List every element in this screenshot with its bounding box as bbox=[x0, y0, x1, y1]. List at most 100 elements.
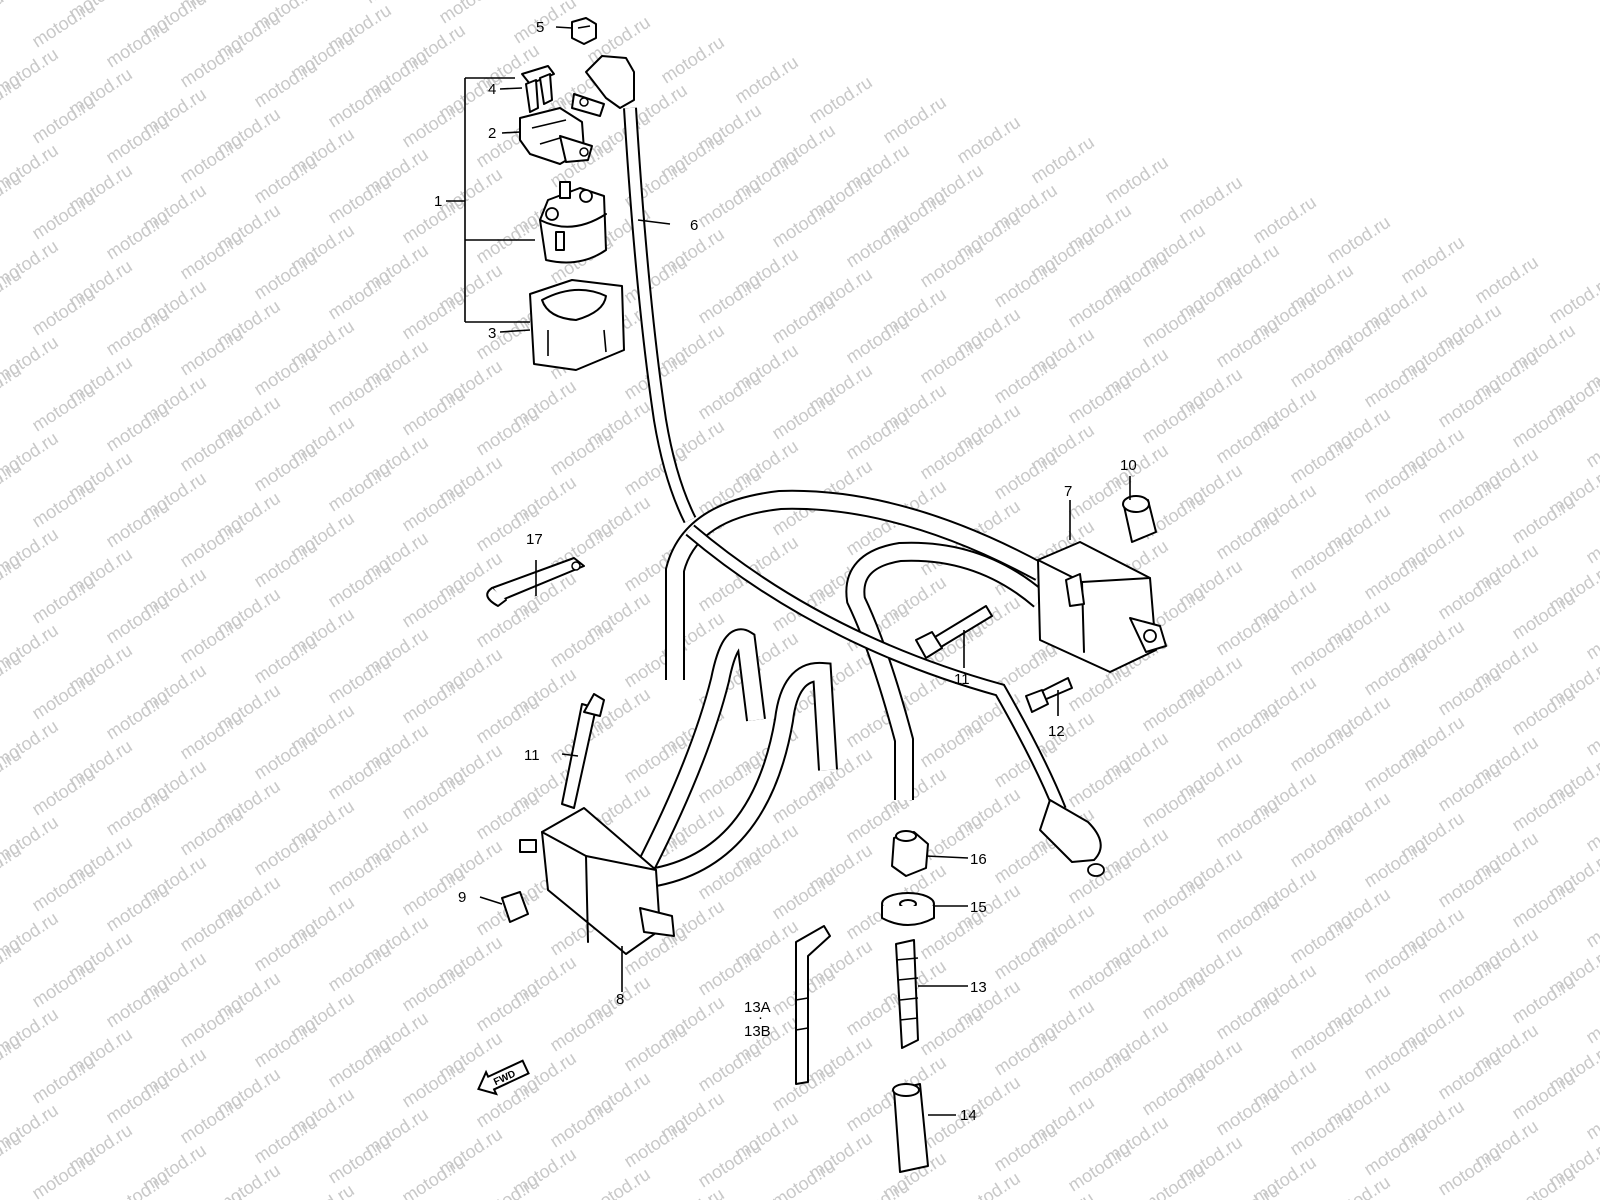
watermark-text: motod.ru bbox=[1434, 472, 1504, 527]
watermark-text: motod.ru bbox=[1508, 1164, 1578, 1200]
watermark-text: motod.ru bbox=[1064, 948, 1134, 1003]
callout-labels: 5 4 2 1 3 6 7 10 11 12 17 11 9 8 16 15 1… bbox=[434, 19, 1137, 1124]
watermark-text: motod.ru bbox=[1434, 952, 1504, 1007]
watermark-text: motod.ru bbox=[102, 1168, 172, 1200]
watermark-text: motod.ru bbox=[694, 272, 764, 327]
callout-5: 5 bbox=[536, 19, 544, 36]
watermark-text: motod.ru bbox=[213, 1160, 283, 1200]
watermark-text: motod.ru bbox=[1101, 152, 1171, 207]
watermark-text: motod.ru bbox=[324, 1036, 394, 1091]
watermark-text: motod.ru bbox=[842, 312, 912, 367]
watermark-text: motod.ru bbox=[1508, 972, 1578, 1027]
watermark-text: motod.ru bbox=[176, 516, 246, 571]
watermark-text: motod.ru bbox=[250, 344, 320, 399]
watermark-text: motod.ru bbox=[472, 1172, 542, 1200]
watermark-text: motod.ru bbox=[916, 428, 986, 483]
watermark-text: motod.ru bbox=[1360, 932, 1430, 987]
watermark-text: motod.ru bbox=[472, 404, 542, 459]
watermark-text: motod.ru bbox=[102, 112, 172, 167]
watermark-text: motod.ru bbox=[250, 248, 320, 303]
watermark-text: motod.ru bbox=[324, 556, 394, 611]
watermark-text: motod.ru bbox=[694, 1040, 764, 1095]
watermark-text: motod.ru bbox=[472, 980, 542, 1035]
watermark-text: motod.ru bbox=[990, 1120, 1060, 1175]
watermark-text: motod.ru bbox=[546, 424, 616, 479]
watermark-text: motod.ru bbox=[324, 76, 394, 131]
watermark-text: motod.ru bbox=[1138, 392, 1208, 447]
watermark-text: motod.ru bbox=[250, 1016, 320, 1071]
watermark-text: motod.ru bbox=[1360, 1028, 1430, 1083]
callout-2: 2 bbox=[488, 125, 496, 142]
watermark-text: motod.ru bbox=[102, 304, 172, 359]
watermark-text: motod.ru bbox=[1360, 356, 1430, 411]
watermark-text: motod.ru bbox=[1064, 756, 1134, 811]
watermark-text: motod.ru bbox=[1434, 1048, 1504, 1103]
watermark-text: motod.ru bbox=[1286, 1008, 1356, 1063]
watermark-text: motod.ru bbox=[1582, 704, 1600, 759]
callout-17: 17 bbox=[526, 531, 543, 548]
plug-cover-part-14 bbox=[892, 1083, 929, 1173]
watermark-text: motod.ru bbox=[1286, 624, 1356, 679]
watermark-text: motod.ru bbox=[472, 596, 542, 651]
watermark-text: motod.ru bbox=[805, 72, 875, 127]
starter-relay-assembly bbox=[464, 17, 625, 371]
watermark-text: motod.ru bbox=[731, 52, 801, 107]
callout-12: 12 bbox=[1048, 723, 1065, 740]
watermark-text: motod.ru bbox=[1582, 1184, 1600, 1200]
watermark-text: motod.ru bbox=[1027, 132, 1097, 187]
bolt-part-11-upper bbox=[915, 605, 993, 659]
watermark-text: motod.ru bbox=[28, 476, 98, 531]
watermark-text: motod.ru bbox=[694, 1136, 764, 1191]
watermark-text: motod.ru bbox=[1286, 1104, 1356, 1159]
watermark-text: motod.ru bbox=[1360, 644, 1430, 699]
callout-1: 1 bbox=[434, 193, 442, 210]
watermark-text: motod.ru bbox=[879, 92, 949, 147]
fuse-part-4 bbox=[521, 65, 555, 113]
callout-6: 6 bbox=[690, 217, 698, 234]
watermark-text: motod.ru bbox=[324, 364, 394, 419]
watermark-text: motod.ru bbox=[1508, 780, 1578, 835]
watermark-text: motod.ru bbox=[102, 16, 172, 71]
watermark-text: motod.ru bbox=[324, 268, 394, 323]
watermark-text: motod.ru bbox=[1138, 680, 1208, 735]
watermark-text: motod.ru bbox=[916, 1004, 986, 1059]
watermark-text: motod.ru bbox=[953, 1168, 1023, 1200]
watermark-text: motod.ru bbox=[472, 788, 542, 843]
watermark-text: motod.ru bbox=[1212, 892, 1282, 947]
watermark-text: motod.ru bbox=[28, 956, 98, 1011]
watermark-text: motod.ru bbox=[176, 228, 246, 283]
watermark-text: motod.ru bbox=[361, 0, 431, 7]
watermark-text: motod.ru bbox=[398, 1056, 468, 1111]
watermark-text: motod.ru bbox=[1212, 1180, 1282, 1200]
watermark-text: motod.ru bbox=[1027, 1188, 1097, 1200]
watermark-text: motod.ru bbox=[250, 152, 320, 207]
callout-11-lower: 11 bbox=[524, 747, 540, 764]
watermark-text: motod.ru bbox=[990, 256, 1060, 311]
watermark-text: motod.ru bbox=[0, 0, 25, 31]
watermark-text: motod.ru bbox=[1508, 1068, 1578, 1123]
watermark-text: motod.ru bbox=[102, 592, 172, 647]
watermark-text: motod.ru bbox=[176, 996, 246, 1051]
watermark-text: motod.ru bbox=[28, 572, 98, 627]
watermark-text: motod.ru bbox=[1138, 1160, 1208, 1200]
watermark-text: motod.ru bbox=[1249, 192, 1319, 247]
watermark-text: motod.ru bbox=[324, 652, 394, 707]
watermark-text: motod.ru bbox=[1212, 604, 1282, 659]
plug-cap-part-13a bbox=[795, 925, 831, 1085]
watermark-text: motod.ru bbox=[546, 616, 616, 671]
watermark-text: motod.ru bbox=[1286, 816, 1356, 871]
watermark-text: motod.ru bbox=[28, 188, 98, 243]
watermark-text: motod.ru bbox=[1434, 760, 1504, 815]
watermark-text: motod.ru bbox=[1138, 872, 1208, 927]
watermark-text: motod.ru bbox=[324, 460, 394, 515]
callout-13: 13 bbox=[970, 979, 987, 996]
callout-leaders bbox=[446, 26, 1131, 1116]
watermark-text: motod.ru bbox=[990, 352, 1060, 407]
watermark-text: motod.ru bbox=[1582, 1088, 1600, 1143]
callout-8: 8 bbox=[616, 991, 624, 1008]
watermark-text: motod.ru bbox=[1323, 1172, 1393, 1200]
watermark-text: motod.ru bbox=[1286, 432, 1356, 487]
watermark-text: motod.ru bbox=[28, 860, 98, 915]
watermark-text: motod.ru bbox=[250, 632, 320, 687]
watermark-text: motod.ru bbox=[472, 692, 542, 747]
